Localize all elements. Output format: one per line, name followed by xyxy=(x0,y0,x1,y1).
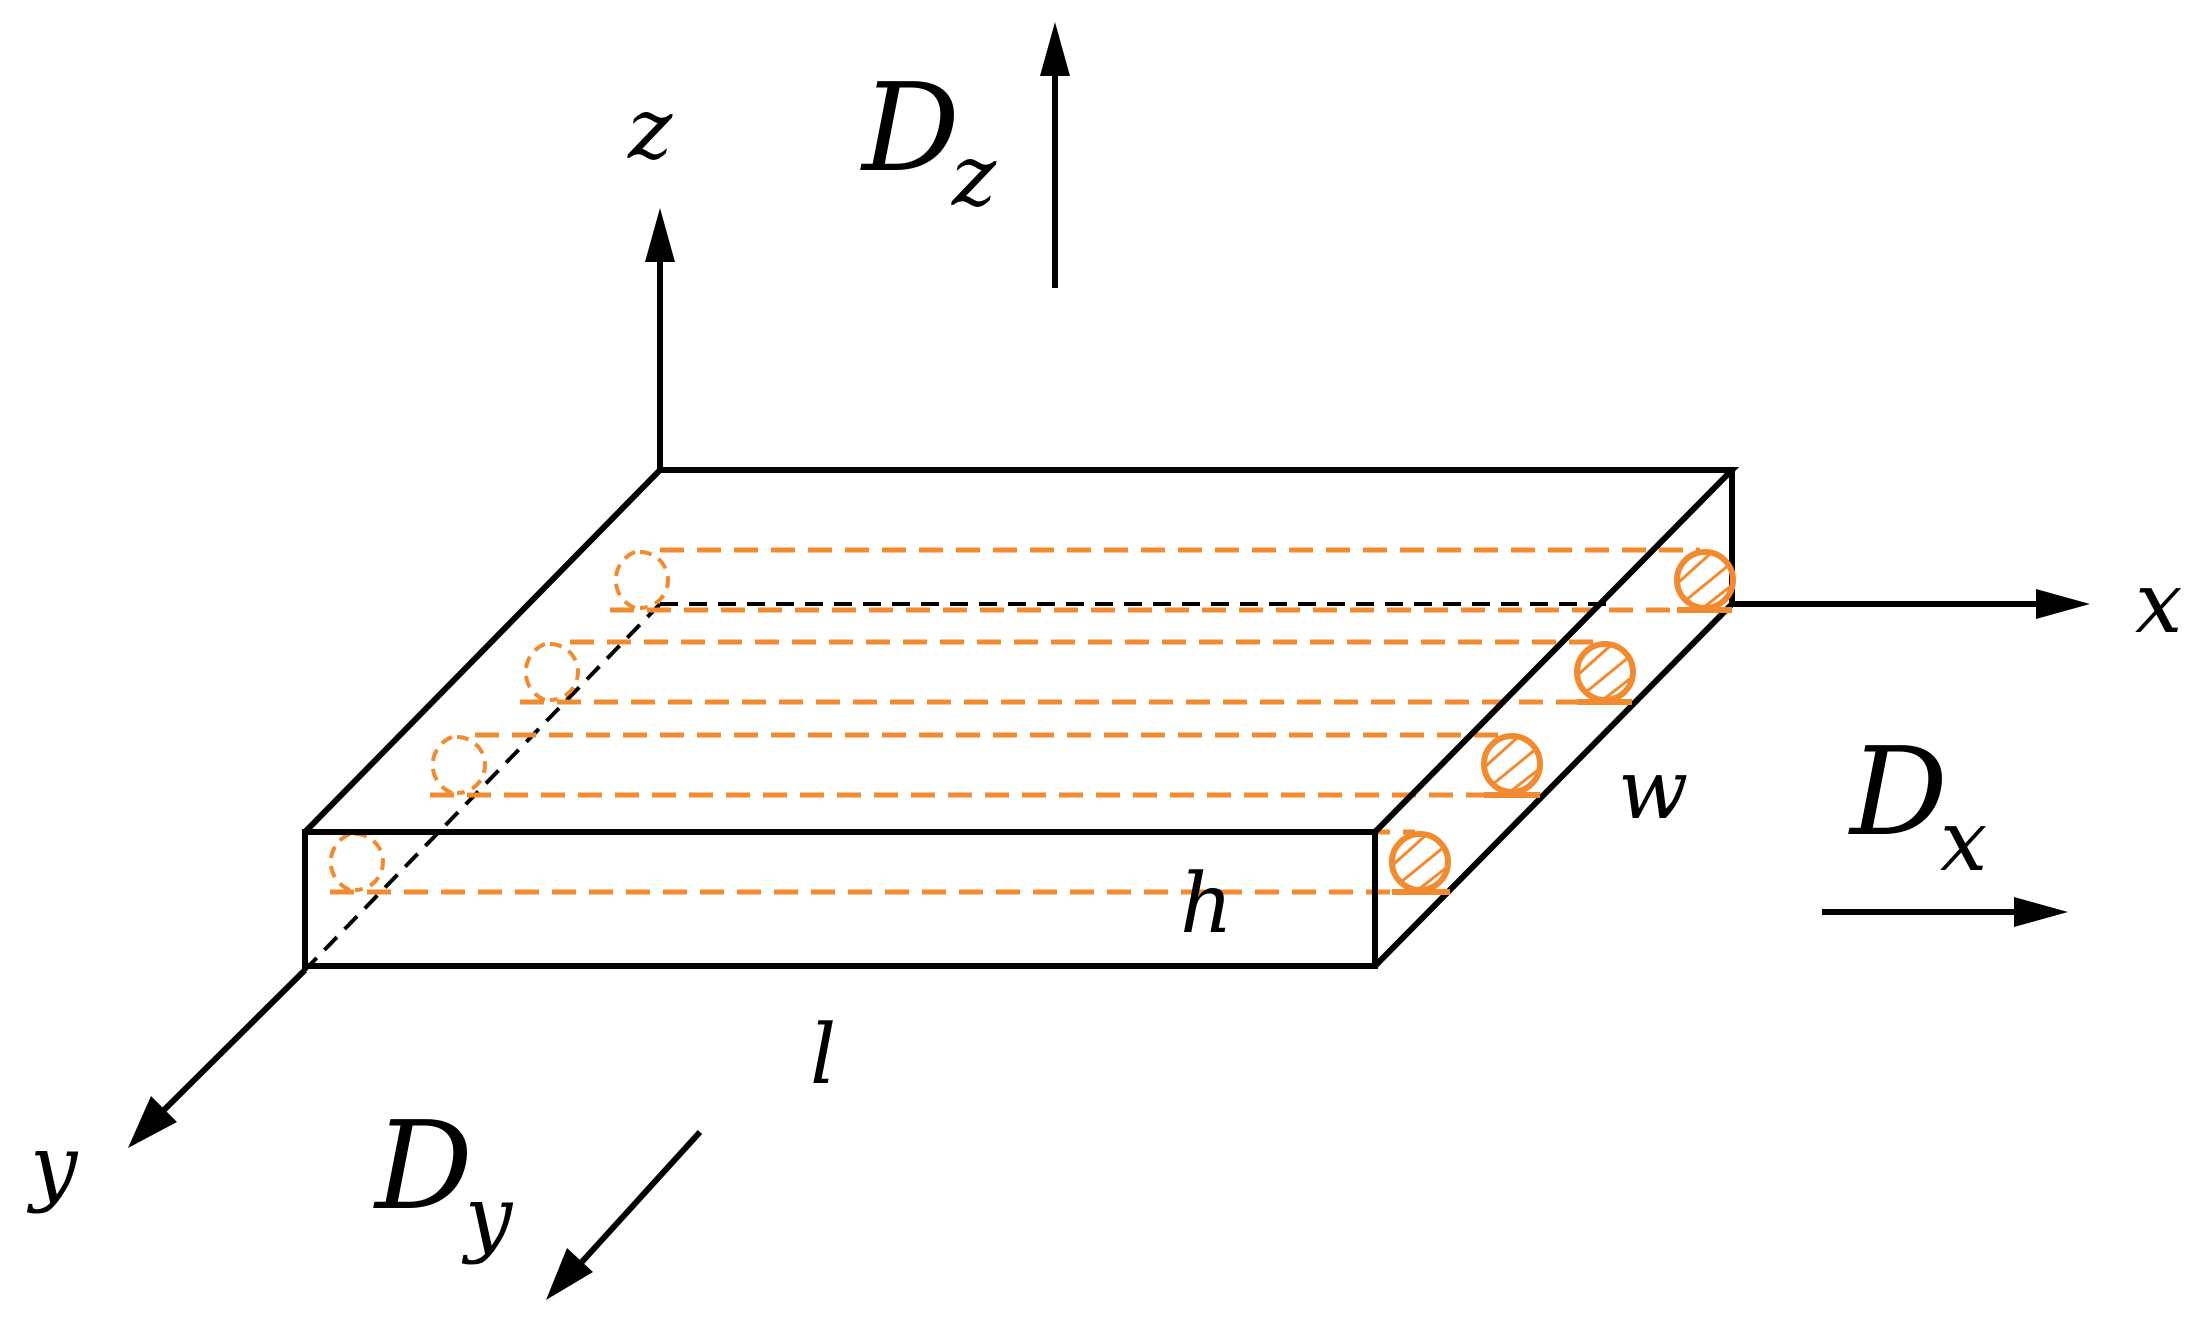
z-axis-arrowhead xyxy=(645,208,675,262)
y-axis-arrowhead xyxy=(128,1096,177,1148)
axis-label-z: z xyxy=(627,80,673,178)
fiber-3 xyxy=(430,732,1540,798)
flux-z-arrow xyxy=(1040,22,1070,288)
fiber-section-3 xyxy=(1481,733,1543,798)
flux-y-arrow xyxy=(546,1129,703,1300)
fiber-section-2 xyxy=(1574,641,1636,705)
axis-label-y: y xyxy=(26,1117,79,1215)
fibers xyxy=(328,547,1732,895)
dimension-label-length: l xyxy=(810,1008,836,1103)
flux-label-y: Dy xyxy=(373,1095,514,1266)
flux-x-arrow xyxy=(1822,897,2068,927)
dimension-label-width: w xyxy=(1618,743,1688,838)
x-axis-arrowhead xyxy=(2036,589,2090,619)
flux-label-x: Dx xyxy=(1848,721,1987,890)
fiber-section-4 xyxy=(1389,831,1451,895)
labels: z x y Dz Dx Dy l w h xyxy=(26,57,2182,1266)
y-axis xyxy=(128,967,308,1148)
axis-label-x: x xyxy=(2135,554,2182,652)
fiber-4 xyxy=(328,829,1450,895)
z-axis xyxy=(645,208,675,470)
fiber-2 xyxy=(520,639,1632,705)
slab-top-face xyxy=(302,467,1740,835)
fiber-1 xyxy=(610,547,1732,613)
x-axis xyxy=(1732,589,2090,619)
hidden-edge-y xyxy=(303,602,662,972)
fiber-section-1 xyxy=(1674,549,1736,613)
axes xyxy=(128,208,2090,1148)
hidden-edges xyxy=(303,602,1610,972)
flux-label-z: Dz xyxy=(860,57,997,225)
fiber-sections xyxy=(1389,549,1736,895)
dimension-label-height: h xyxy=(1180,857,1233,952)
flux-arrows xyxy=(546,22,2068,1300)
